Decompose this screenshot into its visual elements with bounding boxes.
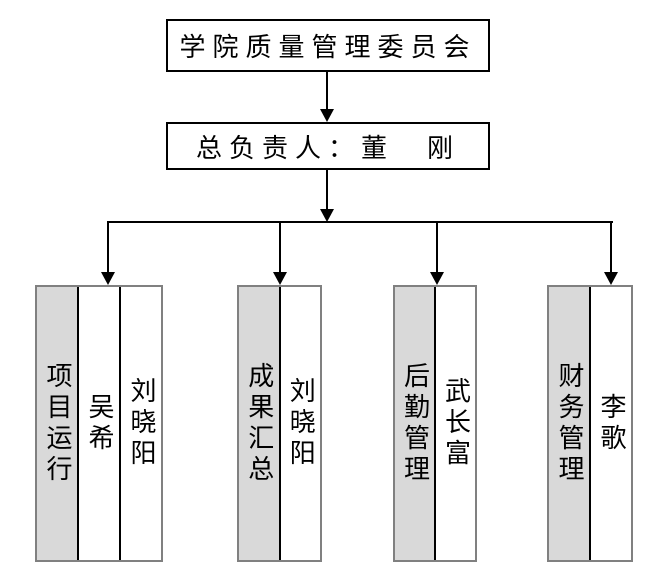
- leader-text: 总负责人：董 刚: [195, 133, 460, 163]
- connector-leader-to-bar-line: [326, 170, 328, 210]
- drop-line-group-1: [107, 222, 109, 273]
- member-column: 吴希: [77, 287, 119, 560]
- member-column: 刘晓阳: [278, 287, 320, 560]
- connector-title-to-leader-line: [326, 72, 328, 110]
- member-name: 武长富: [441, 377, 471, 470]
- group-logistics-management: 后勤管理 武长富: [393, 285, 477, 562]
- arrow-down-icon: [604, 272, 618, 285]
- group-project-operation: 项目运行 吴希 刘晓阳: [35, 285, 163, 562]
- arrow-down-icon: [101, 272, 115, 285]
- role-label: 项目运行: [43, 361, 72, 486]
- role-column: 财务管理: [549, 287, 589, 560]
- drop-line-group-3: [436, 222, 438, 273]
- role-label: 成果汇总: [244, 361, 274, 486]
- committee-title-box: 学院质量管理委员会: [166, 19, 490, 72]
- arrow-down-icon: [320, 209, 334, 222]
- role-label: 后勤管理: [400, 361, 430, 486]
- member-column: 刘晓阳: [119, 287, 161, 560]
- distribution-bar-line: [107, 221, 613, 223]
- role-column: 项目运行: [37, 287, 77, 560]
- arrow-down-icon: [320, 109, 334, 122]
- leader-box: 总负责人：董 刚: [166, 122, 490, 170]
- role-label: 财务管理: [555, 361, 584, 486]
- group-financial-management: 财务管理 李歌: [547, 285, 633, 562]
- arrow-down-icon: [273, 272, 287, 285]
- member-column: 李歌: [589, 287, 631, 560]
- role-column: 后勤管理: [395, 287, 434, 560]
- member-name: 刘晓阳: [127, 377, 156, 470]
- drop-line-group-4: [610, 222, 612, 273]
- member-column: 武长富: [434, 287, 475, 560]
- group-results-summary: 成果汇总 刘晓阳: [237, 285, 322, 562]
- member-name: 刘晓阳: [286, 377, 316, 470]
- role-column: 成果汇总: [239, 287, 279, 560]
- drop-line-group-2: [279, 222, 281, 273]
- member-name: 李歌: [597, 392, 626, 455]
- member-name: 吴希: [85, 392, 114, 455]
- arrow-down-icon: [430, 272, 444, 285]
- committee-title-text: 学院质量管理委员会: [179, 33, 477, 62]
